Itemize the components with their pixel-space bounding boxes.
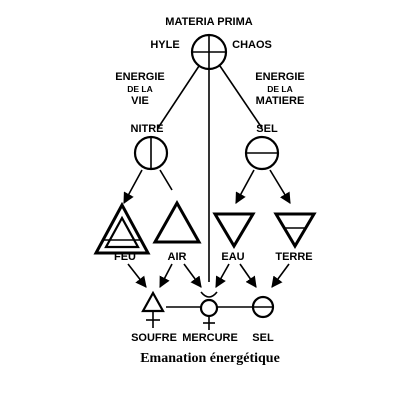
title-label: MATERIA PRIMA bbox=[165, 16, 252, 28]
water-label: EAU bbox=[221, 251, 244, 263]
arrow-air-mercury bbox=[183, 263, 202, 288]
line-nitre-air bbox=[159, 169, 173, 191]
svg-text:ENERGIE: ENERGIE bbox=[115, 71, 165, 83]
arrow-sel-water bbox=[235, 169, 255, 204]
air-label: AIR bbox=[168, 251, 187, 263]
materia-prima-symbol bbox=[190, 33, 228, 71]
arrow-fire-sulfur bbox=[127, 263, 147, 288]
svg-text:MATIERE: MATIERE bbox=[256, 95, 305, 107]
hyle-label: HYLE bbox=[150, 39, 179, 51]
arrow-air-sulfur bbox=[159, 263, 173, 288]
sel-top-symbol bbox=[244, 135, 280, 171]
salt-label: SEL bbox=[252, 332, 274, 344]
chaos-label: CHAOS bbox=[232, 39, 272, 51]
svg-text:ENERGIE: ENERGIE bbox=[255, 71, 305, 83]
caption: Emanation énergétique bbox=[140, 351, 280, 366]
fire-symbol bbox=[93, 201, 151, 255]
svg-text:DE LA: DE LA bbox=[127, 84, 153, 94]
air-symbol bbox=[152, 199, 202, 244]
nitre-symbol bbox=[133, 135, 169, 171]
left-energy-label: ENERGIE DE LA VIE bbox=[115, 71, 165, 107]
water-symbol bbox=[212, 212, 256, 249]
right-energy-label: ENERGIE DE LA MATIERE bbox=[255, 71, 305, 107]
line-to-nitre bbox=[157, 65, 200, 129]
fire-label: FEU bbox=[114, 251, 136, 263]
mercury-symbol bbox=[199, 291, 219, 330]
arrow-water-salt bbox=[239, 263, 257, 288]
arrow-nitre-fire bbox=[123, 169, 143, 204]
arrow-earth-salt bbox=[271, 263, 290, 288]
line-to-sel bbox=[219, 65, 263, 129]
mercury-label: MERCURE bbox=[182, 332, 238, 344]
svg-text:VIE: VIE bbox=[131, 95, 149, 107]
arrow-water-mercury bbox=[215, 263, 230, 288]
salt-symbol bbox=[251, 295, 275, 319]
svg-text:DE LA: DE LA bbox=[267, 84, 293, 94]
arrow-sel-earth bbox=[269, 169, 291, 204]
earth-label: TERRE bbox=[275, 251, 312, 263]
earth-symbol bbox=[273, 212, 317, 249]
sulfur-symbol bbox=[141, 290, 165, 328]
nitre-label: NITRE bbox=[131, 123, 164, 135]
sulfur-label: SOUFRE bbox=[131, 332, 177, 344]
sel-top-label: SEL bbox=[256, 123, 278, 135]
